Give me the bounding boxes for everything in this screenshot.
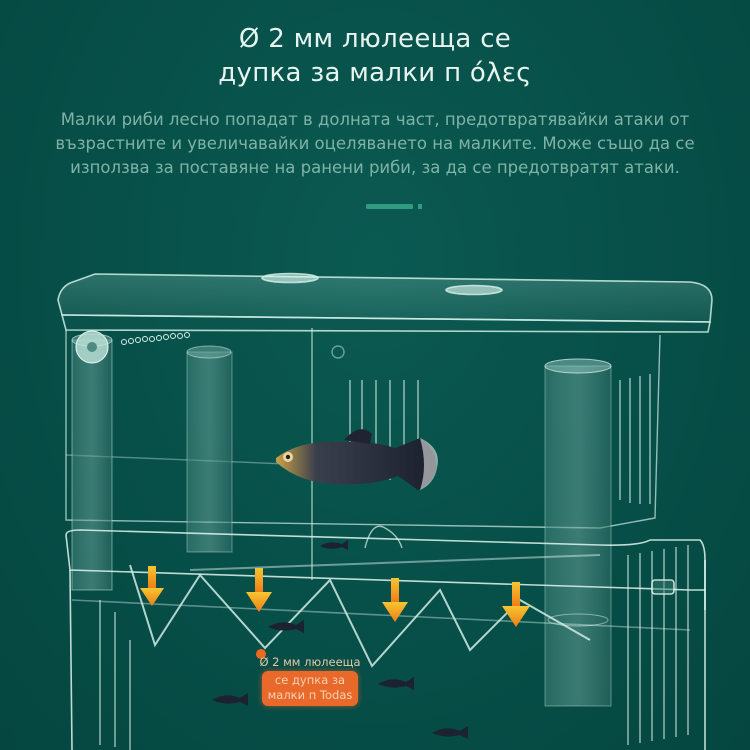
mesh-partition [129, 554, 601, 668]
arrow-icon [246, 568, 272, 612]
divider-bar [366, 204, 413, 209]
hole-callout: Ø 2 мм люлееща се дупка за малки п Todas [250, 655, 370, 706]
air-pump-nozzle [75, 330, 190, 364]
description-line-2: възрастните и увеличавайки оцеляването н… [55, 134, 695, 153]
fry-fish [212, 540, 468, 739]
down-arrows [140, 566, 530, 627]
description: Малки риби лесно попадат в долната част,… [0, 108, 750, 180]
accent-divider [366, 204, 422, 209]
fry-fish-icon [378, 677, 414, 690]
callout-line-3: малки п Todas [267, 688, 353, 702]
divider-dot [418, 204, 422, 209]
hole-marker-dot [256, 649, 266, 659]
pillars [71, 333, 612, 707]
arrow-icon [382, 578, 408, 622]
title-line-1: Ø 2 мм люлееща се [238, 24, 512, 54]
arrow-icon [502, 582, 530, 627]
fry-fish-icon [268, 620, 304, 633]
title-line-2: дупка за малки п όλες [218, 58, 532, 88]
adult-fish-icon [276, 429, 438, 490]
page-title: Ø 2 мм люлееща се дупка за малки п όλες [0, 22, 750, 90]
callout-line-1: Ø 2 мм люлееща [259, 655, 361, 669]
description-line-3: използва за поставяне на ранени риби, за… [70, 158, 680, 177]
fry-fish-icon [212, 693, 248, 706]
fry-fish-icon [320, 540, 348, 550]
lid [57, 272, 713, 333]
callout-line-2: се дупка за [274, 673, 346, 687]
fry-fish-icon [432, 726, 468, 739]
lower-chamber [65, 529, 706, 750]
arrow-icon [140, 566, 164, 606]
description-line-1: Малки риби лесно попадат в долната част,… [60, 110, 690, 129]
side-vents [99, 374, 689, 750]
callout-badge: се дупка за малки п Todas [262, 671, 358, 706]
